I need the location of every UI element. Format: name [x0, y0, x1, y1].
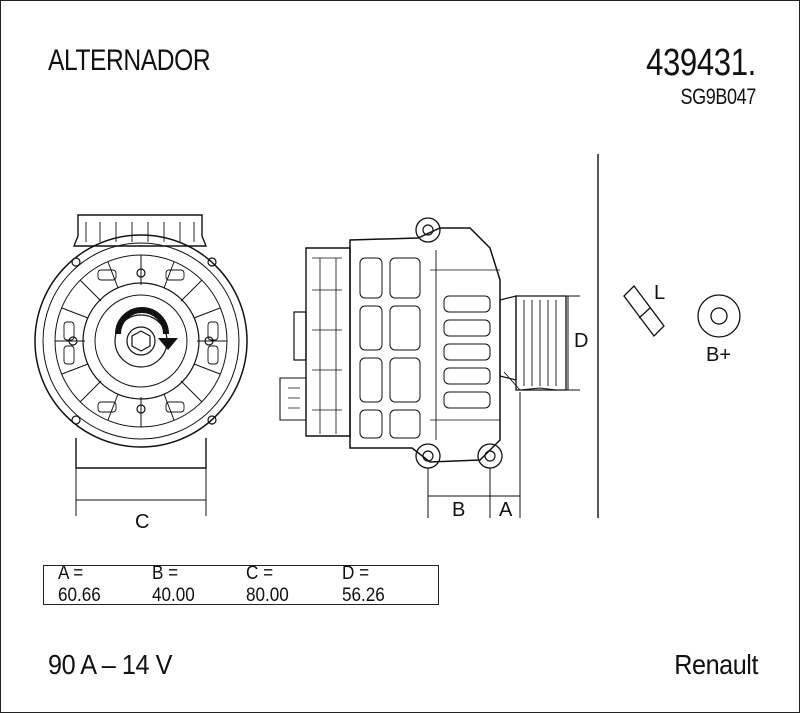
rotation-arrow-icon — [115, 307, 169, 335]
electrical-rating: 90 A – 14 V — [48, 649, 172, 680]
part-title: ALTERNADOR — [48, 44, 211, 77]
dimension-d-value: D = 56.26 — [342, 563, 386, 606]
front-view — [34, 214, 248, 469]
dimension-b-a — [427, 392, 521, 518]
label-d: D — [574, 330, 588, 352]
terminal-l-icon — [623, 285, 665, 337]
terminal-b-plus-icon — [697, 294, 741, 338]
dimension-b-value: B = 40.00 — [151, 563, 195, 606]
label-l: L — [654, 282, 665, 304]
label-c: C — [135, 511, 149, 533]
dimension-d — [566, 295, 580, 391]
dimension-a-value: A = 60.66 — [58, 563, 101, 606]
label-a: A — [499, 499, 513, 521]
dimension-c — [75, 468, 207, 516]
brand-name: Renault — [674, 649, 758, 680]
label-b: B — [452, 499, 465, 521]
dimensions-box: A = 60.66 B = 40.00 C = 80.00 D = 56.26 — [43, 563, 439, 606]
dimension-c-value: C = 80.00 — [246, 563, 290, 606]
part-number: 439431. — [646, 42, 756, 84]
label-b-plus: B+ — [706, 344, 731, 366]
reference-code: SG9B047 — [680, 84, 757, 109]
side-view — [279, 217, 567, 469]
